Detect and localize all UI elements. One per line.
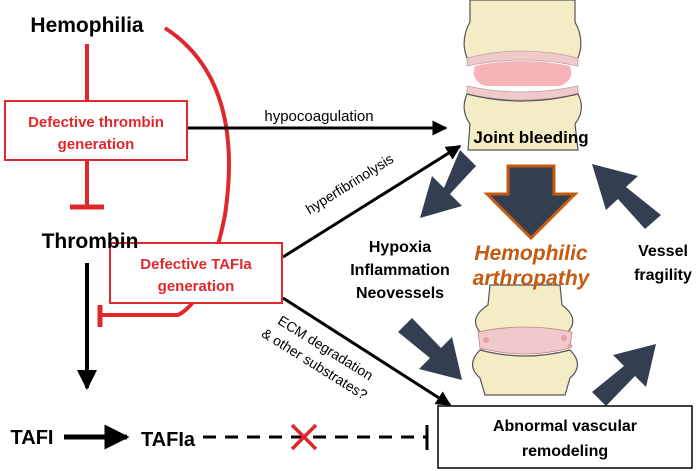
abnormal-remodeling-label-2: remodeling <box>522 443 608 460</box>
black-arrows <box>64 120 462 450</box>
hypoxia-label: Hypoxia <box>369 239 431 256</box>
hypocoagulation-label: hypocoagulation <box>264 108 373 125</box>
upper-joint-illustration <box>463 0 582 151</box>
ecm-degradation-arrow <box>282 296 452 407</box>
neovessels-label: Neovessels <box>356 285 444 302</box>
neovessels-to-remodeling-arrow <box>398 318 462 380</box>
defective-tafia-box <box>109 242 283 304</box>
hyperfibrinolysis-arrow <box>282 144 462 259</box>
joint-bleeding-label: Joint bleeding <box>473 128 588 147</box>
red-inhibition-pathway <box>70 26 231 390</box>
fragility-label: fragility <box>634 267 692 284</box>
inflammation-label: Inflammation <box>350 262 450 279</box>
thrombin-label: Thrombin <box>42 230 139 253</box>
central-down-arrow <box>483 164 579 241</box>
hyperfibrinolysis-label: hyperfibrinolysis <box>303 150 397 217</box>
hemophilia-label: Hemophilia <box>30 14 144 37</box>
lower-joint-illustration <box>471 284 579 396</box>
blocked-x-icon <box>290 423 318 451</box>
abnormal-remodeling-label-1: Abnormal vascular <box>493 418 637 435</box>
bleeding-to-hypoxia-arrow <box>420 150 476 218</box>
cycle-arrows <box>398 150 661 406</box>
hemophilic-arthropathy-label-1: Hemophilic <box>474 242 588 265</box>
defective-thrombin-label-1: Defective thrombin <box>28 114 164 131</box>
tafia-label: TAFIa <box>141 429 196 451</box>
fragility-to-bleeding-arrow <box>592 164 661 229</box>
vessel-label: Vessel <box>638 243 688 260</box>
defective-tafia-label-1: Defective TAFIa <box>140 256 252 273</box>
hemophilic-arthropathy-label-2: arthropathy <box>473 267 591 290</box>
remodeling-to-fragility-arrow <box>592 344 656 406</box>
defective-thrombin-box <box>4 100 188 161</box>
defective-thrombin-label-2: generation <box>58 136 135 153</box>
abnormal-remodeling-box <box>437 405 693 469</box>
defective-tafia-label-2: generation <box>158 278 235 295</box>
tafi-label: TAFI <box>11 427 54 449</box>
